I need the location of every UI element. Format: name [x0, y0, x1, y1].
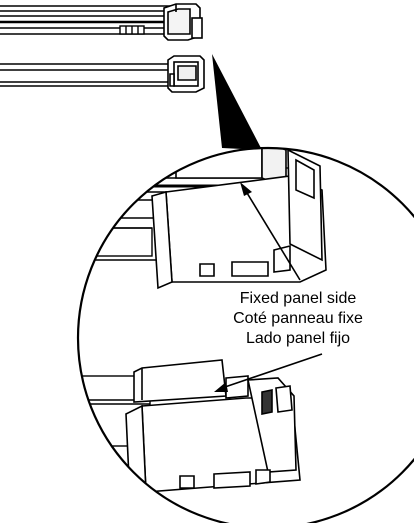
upper-end-cap: [163, 3, 203, 41]
upper-track-rail: [0, 5, 173, 35]
callout-line-english: Fixed panel side: [240, 290, 357, 307]
detail-lower-end-cap: [125, 377, 301, 502]
callout-line-french: Coté panneau fixe: [233, 310, 363, 327]
zoom-pointer-wedge: [212, 54, 262, 150]
lower-end-cap: [167, 55, 205, 93]
callout-arrow-lower: [214, 353, 323, 392]
lower-track-rail: [0, 63, 171, 87]
callout-line-spanish: Lado panel fijo: [246, 330, 350, 347]
callout-label: Fixed panel side Coté panneau fixe Lado …: [233, 290, 363, 347]
callout-arrow-upper: [240, 182, 301, 281]
magnified-detail: [78, 148, 414, 528]
magnifier-circle: [76, 146, 414, 528]
